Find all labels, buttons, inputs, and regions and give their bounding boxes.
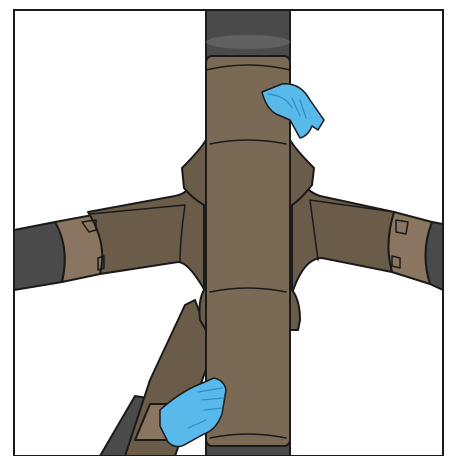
- glove-hand-top-icon: [261, 83, 325, 139]
- top-pipe-metal: [205, 10, 291, 61]
- main-sleeve: [205, 55, 291, 447]
- left-branch-metal: [14, 221, 66, 291]
- main-vertical-pipe: [181, 10, 315, 456]
- right-branch-sleeve: [387, 211, 433, 285]
- glove-hand-bottom-icon: [159, 377, 227, 448]
- illustration-border: [13, 9, 444, 456]
- left-branch-pipe: [14, 149, 211, 301]
